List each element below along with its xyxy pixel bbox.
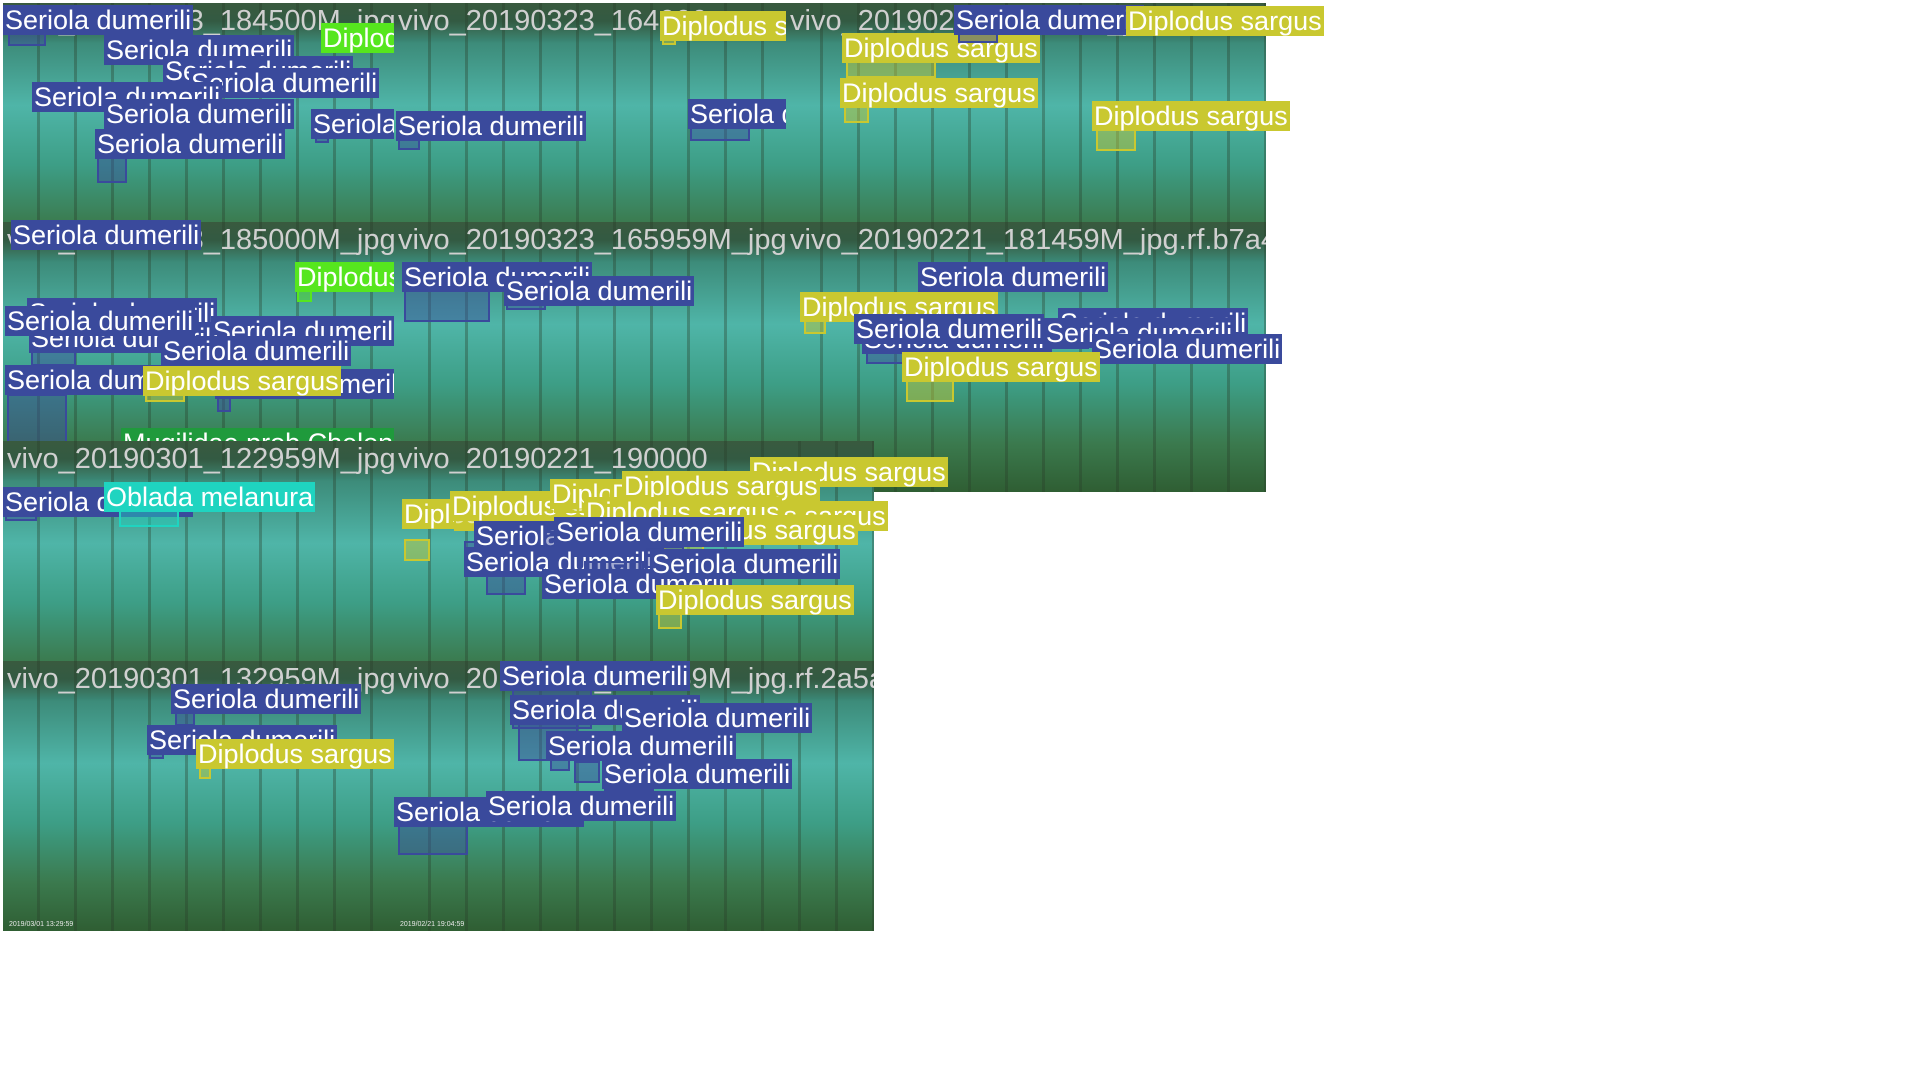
image-filename: vivo_20190221_190000 <box>398 443 708 475</box>
detection-label: Seriola dumerili <box>11 220 202 250</box>
image-filename: vivo_20190301_122959M_jpg.rf.0a <box>7 443 462 475</box>
detection-label: Seriola dumerili <box>546 731 737 761</box>
detection-label: Seriola dumerili <box>95 129 286 159</box>
detection-label: Seriola dumerili <box>104 99 295 129</box>
detection-label: Diplodus sargus <box>902 352 1100 382</box>
detection-label: Seriola dumerili <box>500 661 691 691</box>
detection-label: Seriola dumerili <box>854 314 1045 344</box>
detection-label: Seriola dumerili <box>650 549 841 579</box>
detection-label: Seriola dumerili <box>954 5 1145 35</box>
detection-label: Seriola <box>311 109 400 139</box>
detection-label: Seriola dumerili <box>554 517 745 547</box>
detection-label: Diplodus sargus <box>143 366 341 396</box>
detection-label: Seriola dumerili <box>3 5 194 35</box>
detection-box <box>7 394 67 444</box>
detection-label: Seriola dumerili <box>396 111 587 141</box>
detection-label: Diplodus sargus <box>656 585 854 615</box>
detection-label: Seriola dumerili <box>486 791 677 821</box>
detection-label: Seriola dumerili <box>171 684 362 714</box>
camera-timestamp: 2019/03/01 13:29:59 <box>9 921 74 928</box>
detection-label: Diplodus sargus <box>1126 6 1324 36</box>
detection-label: Oblada melanura <box>104 482 316 512</box>
detection-label: Diplodus sargus <box>622 471 820 501</box>
detection-label: Diplodus sargus <box>842 33 1040 63</box>
detection-label: Diplodus sargus <box>1092 101 1290 131</box>
image-filename: vivo_20190221_181459M_jpg.rf.b7a42c9dcb2 <box>790 224 1266 256</box>
detection-label: Diplodus sargus <box>840 78 1038 108</box>
camera-timestamp: 2019/02/21 19:04:59 <box>400 921 465 928</box>
detection-label: Diplodus sargus <box>196 739 394 769</box>
detection-label: Seriola dumerili <box>504 276 695 306</box>
detection-label: Seriola dumerili <box>5 306 196 336</box>
detection-label: Seriola dumerili <box>622 703 813 733</box>
detection-label: Seriola dumerili <box>918 262 1109 292</box>
detection-box <box>404 539 430 561</box>
detection-label: Seriola dumerili <box>602 759 793 789</box>
detection-label: Seriola dumerili <box>1092 334 1283 364</box>
detection-box <box>574 761 600 783</box>
detection-label: Seriola dumerili <box>161 336 352 366</box>
image-filename: vivo_20190323_164000 <box>398 5 708 37</box>
